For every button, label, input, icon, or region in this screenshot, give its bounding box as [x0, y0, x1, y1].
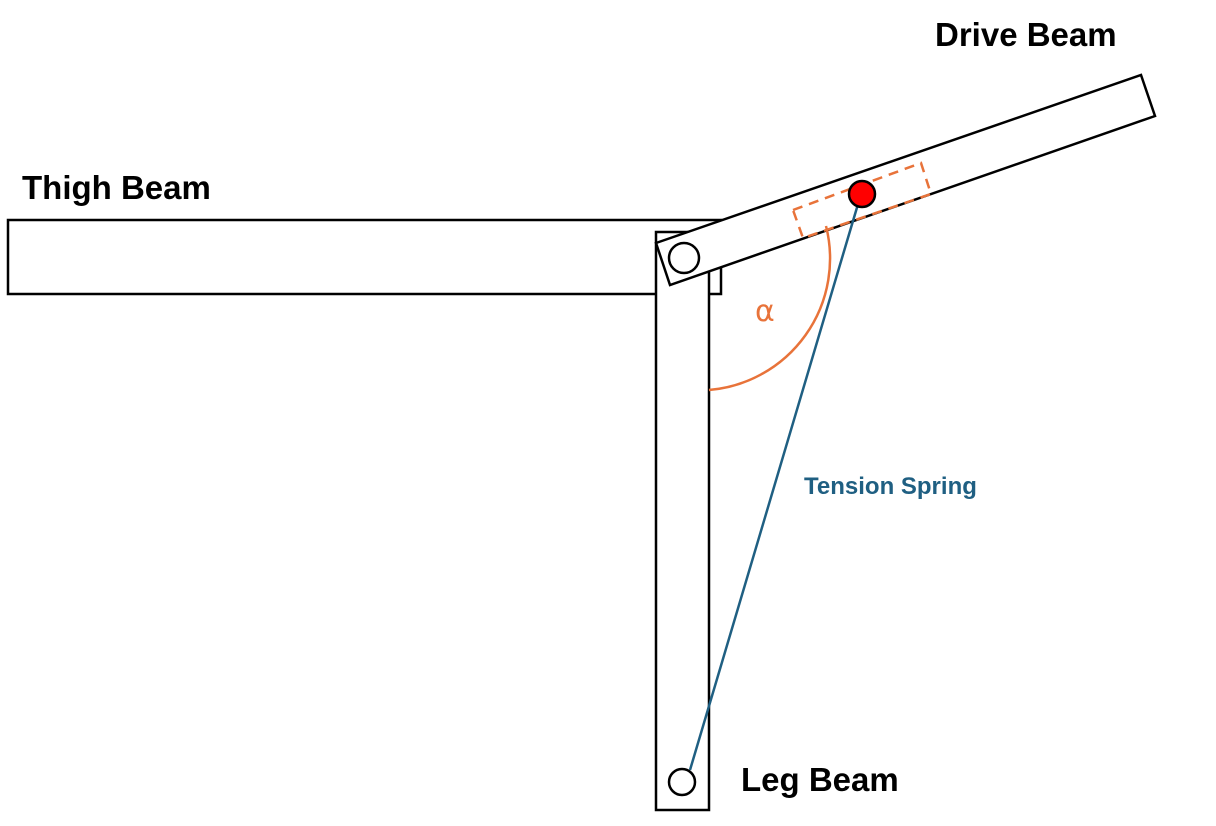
drive-beam	[654, 73, 1157, 287]
angle-label: α	[755, 294, 775, 329]
thigh-beam-label: Thigh Beam	[22, 169, 211, 206]
angle-arc	[708, 225, 832, 392]
spring-attachment-point	[847, 179, 877, 209]
slot-outline	[791, 161, 933, 240]
pivot-joint	[667, 241, 701, 275]
drive-beam-label: Drive Beam	[935, 16, 1117, 53]
tension-spring-label: Tension Spring	[804, 473, 977, 500]
thigh-beam	[6, 218, 723, 296]
leg-beam-label: Leg Beam	[741, 761, 899, 798]
leg-beam	[654, 230, 711, 812]
leg-anchor-joint	[667, 767, 697, 797]
tension-spring-line	[688, 193, 863, 771]
